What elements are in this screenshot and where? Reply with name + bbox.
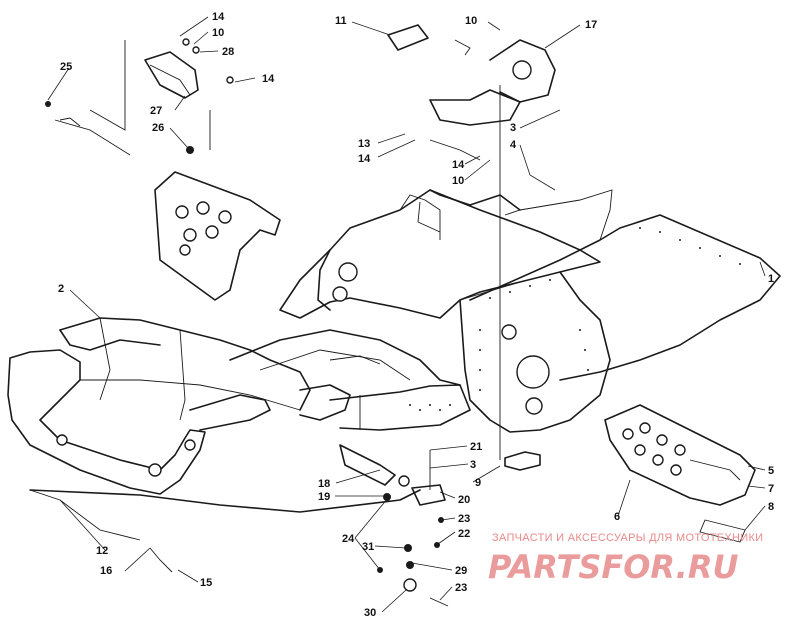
callout-10: 10	[465, 15, 477, 27]
callout-16: 16	[100, 565, 112, 577]
callout-1: 1	[768, 273, 774, 285]
callout-14: 14	[358, 153, 371, 165]
callout-9: 9	[475, 477, 481, 489]
callout-23: 23	[455, 582, 467, 594]
callout-27: 27	[150, 105, 162, 117]
callout-2: 2	[58, 283, 64, 295]
callout-14: 14	[452, 159, 465, 171]
callout-29: 29	[455, 565, 467, 577]
right-skid-plate	[604, 404, 756, 543]
callout-28: 28	[222, 46, 234, 58]
callout-4: 4	[510, 139, 517, 151]
callout-14: 14	[262, 73, 275, 85]
callout-23: 23	[458, 513, 470, 525]
callout-26: 26	[152, 122, 164, 134]
callout-18: 18	[318, 478, 330, 490]
callout-30: 30	[364, 607, 376, 619]
callout-labels: 14 10 28 25 14 27 26 11 10 17 3 4 13 14 …	[58, 11, 774, 619]
front-bumper-assembly	[7, 317, 421, 541]
watermark-tagline: ЗАПЧАСТИ И АКСЕССУАРЫ ДЛЯ МОТОТЕХНИКИ	[492, 532, 763, 544]
callout-8: 8	[768, 501, 774, 513]
top-plate-with-holes	[154, 171, 281, 301]
callout-31: 31	[362, 541, 374, 553]
callout-22: 22	[458, 528, 470, 540]
callout-3: 3	[510, 122, 516, 134]
watermark: ЗАПЧАСТИ И АКСЕССУАРЫ ДЛЯ МОТОТЕХНИКИ PA…	[488, 532, 763, 586]
callout-12: 12	[96, 545, 108, 557]
callout-10: 10	[452, 175, 464, 187]
hinge-bracket	[89, 38, 234, 154]
callout-19: 19	[318, 491, 330, 503]
callout-13: 13	[358, 138, 370, 150]
bolt-25	[45, 101, 131, 156]
leader-lines	[47, 16, 766, 613]
watermark-logo: PARTSFOR.RU	[488, 548, 738, 586]
callout-7: 7	[768, 483, 774, 495]
callout-17: 17	[585, 19, 597, 31]
callout-24: 24	[342, 533, 355, 545]
callout-25: 25	[60, 61, 72, 73]
callout-10: 10	[212, 27, 224, 39]
lower-hardware	[149, 444, 541, 607]
chassis-frame	[229, 189, 781, 433]
callout-21: 21	[470, 441, 482, 453]
steering-bracket	[387, 24, 556, 460]
callout-3: 3	[470, 459, 476, 471]
callout-11: 11	[335, 15, 347, 27]
callout-14: 14	[212, 11, 225, 23]
callout-6: 6	[614, 511, 620, 523]
callout-15: 15	[200, 577, 212, 589]
callout-5: 5	[768, 465, 774, 477]
callout-20: 20	[458, 494, 470, 506]
